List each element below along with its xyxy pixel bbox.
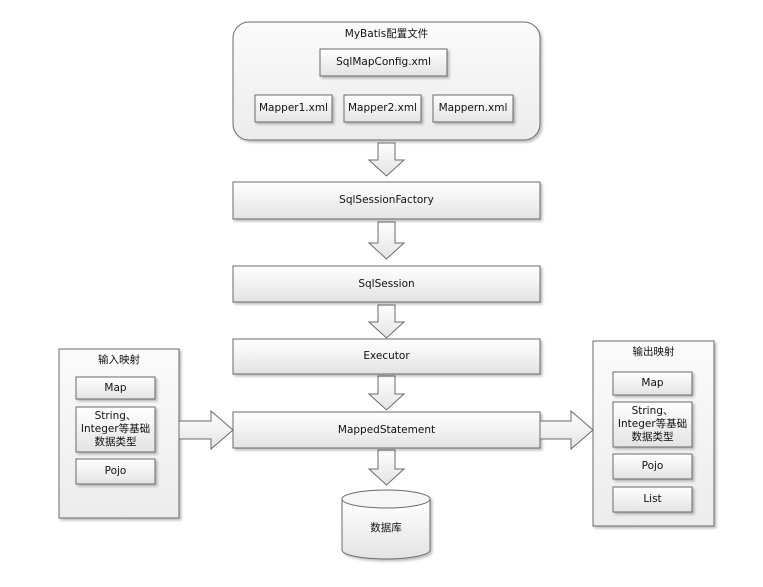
mapper2-box: [343, 94, 422, 123]
mappern-box: [432, 94, 514, 123]
right-arrow-icon: [178, 409, 234, 451]
down-arrow-icon: [367, 449, 406, 486]
input-map-box: [75, 376, 156, 400]
sqlmapconfig-box: [319, 48, 448, 77]
database-cylinder-icon: [341, 489, 431, 560]
output-list-box: [612, 486, 693, 513]
sqlsessionfactory-box: [232, 181, 541, 220]
mapper1-box: [254, 94, 333, 123]
input-pojo-box: [75, 458, 156, 485]
input-basic-types-box: [75, 406, 156, 453]
output-map-box: [612, 371, 693, 396]
down-arrow-icon: [367, 375, 406, 411]
output-basic-types-box: [612, 401, 693, 448]
down-arrow-icon: [367, 221, 406, 260]
right-arrow-icon: [539, 409, 594, 451]
output-pojo-box: [612, 453, 693, 480]
down-arrow-icon: [367, 304, 406, 339]
executor-box: [232, 338, 541, 375]
mappedstatement-box: [232, 411, 541, 449]
sqlsession-box: [232, 265, 541, 303]
down-arrow-icon: [367, 142, 406, 177]
